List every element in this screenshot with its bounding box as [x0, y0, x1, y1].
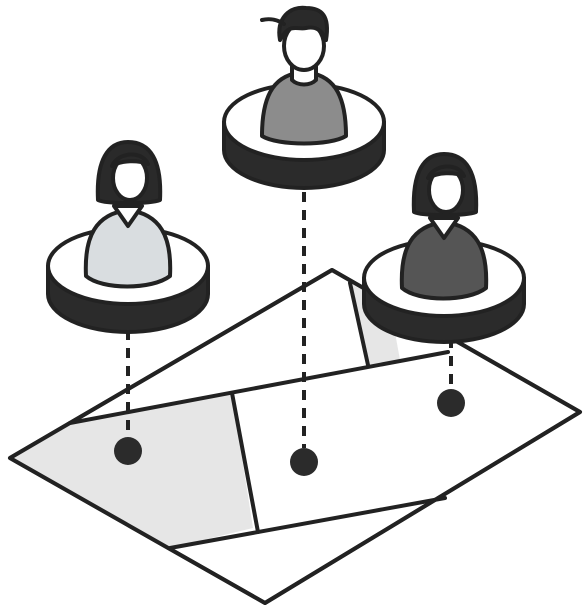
- avatar-right-collar: [428, 216, 460, 240]
- map-plane: [8, 268, 582, 605]
- pin-center: [290, 448, 318, 476]
- man-avatar-icon: [260, 5, 348, 146]
- woman-avatar-icon: [399, 152, 489, 301]
- pin-right: [437, 389, 465, 417]
- map-road-horizontal-lower: [168, 496, 447, 550]
- marker-left: [46, 140, 210, 334]
- marker-center: [222, 5, 386, 190]
- pin-left: [114, 437, 142, 465]
- avatar-left-collar: [112, 204, 144, 228]
- avatar-right-shirt: [399, 220, 489, 301]
- location-pins: [114, 192, 465, 476]
- marker-right: [362, 152, 526, 344]
- map-region-left: [10, 393, 253, 548]
- avatar-left-shirt: [83, 208, 173, 289]
- map-road-vertical: [230, 391, 260, 534]
- map-road-top-right: [348, 281, 370, 367]
- map-road-horizontal-upper: [68, 350, 450, 425]
- avatar-center-shirt: [260, 70, 348, 146]
- woman-avatar-icon: [83, 140, 173, 289]
- avatar-center-hair: [277, 5, 329, 42]
